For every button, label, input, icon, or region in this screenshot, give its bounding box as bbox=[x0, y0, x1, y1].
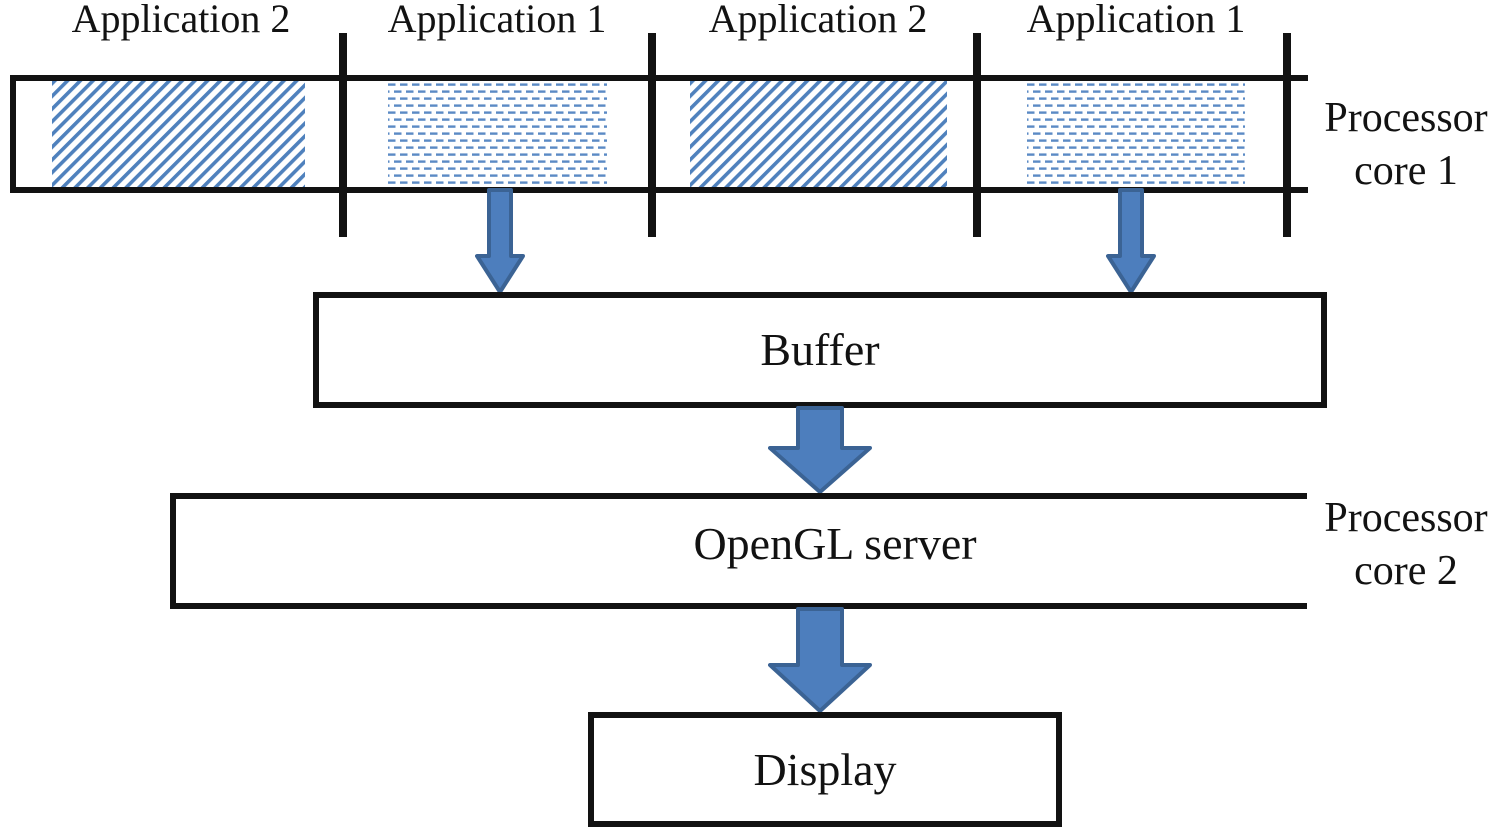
processor-core1-label-line2: core 1 bbox=[1354, 148, 1458, 194]
timeline-block-app1-a bbox=[388, 81, 607, 187]
timeline-divider-2 bbox=[648, 33, 656, 237]
timeline-block-app2-b bbox=[690, 81, 947, 187]
opengl-server-label: OpenGL server bbox=[693, 518, 977, 569]
app-label-1: Application 2 bbox=[71, 0, 291, 41]
timeline-block-app2-a bbox=[52, 81, 305, 187]
processor-core2-label-line2: core 2 bbox=[1354, 548, 1458, 594]
timeline-divider-4 bbox=[1283, 33, 1291, 237]
app-label-3: Application 2 bbox=[708, 0, 928, 41]
arrow-buffer-to-opengl bbox=[768, 406, 872, 494]
timeline-block-app1-b bbox=[1027, 81, 1245, 187]
processor-core2-band bbox=[170, 493, 1307, 609]
display-label: Display bbox=[753, 743, 897, 795]
timeline-divider-3 bbox=[973, 33, 981, 237]
arrow-app1b-to-buffer bbox=[1106, 188, 1156, 294]
app-label-4: Application 1 bbox=[1026, 0, 1246, 41]
arrow-shape bbox=[1106, 188, 1156, 294]
arrow-shape bbox=[768, 406, 872, 494]
processor-core2-label: Processor core 2 bbox=[1306, 492, 1506, 598]
timeline-divider-1 bbox=[339, 33, 347, 237]
arrow-shape bbox=[475, 188, 525, 294]
processor-core2-label-line1: Processor bbox=[1324, 495, 1488, 541]
buffer-box: Buffer bbox=[313, 292, 1327, 408]
buffer-label: Buffer bbox=[760, 324, 880, 375]
processor-core1-label: Processor core 1 bbox=[1306, 92, 1506, 198]
arrow-app1a-to-buffer bbox=[475, 188, 525, 294]
processor-core1-label-line1: Processor bbox=[1324, 95, 1488, 141]
arrow-opengl-to-display bbox=[768, 607, 872, 713]
app-label-2: Application 1 bbox=[387, 0, 607, 41]
display-box: Display bbox=[588, 712, 1062, 827]
arrow-shape bbox=[768, 607, 872, 713]
